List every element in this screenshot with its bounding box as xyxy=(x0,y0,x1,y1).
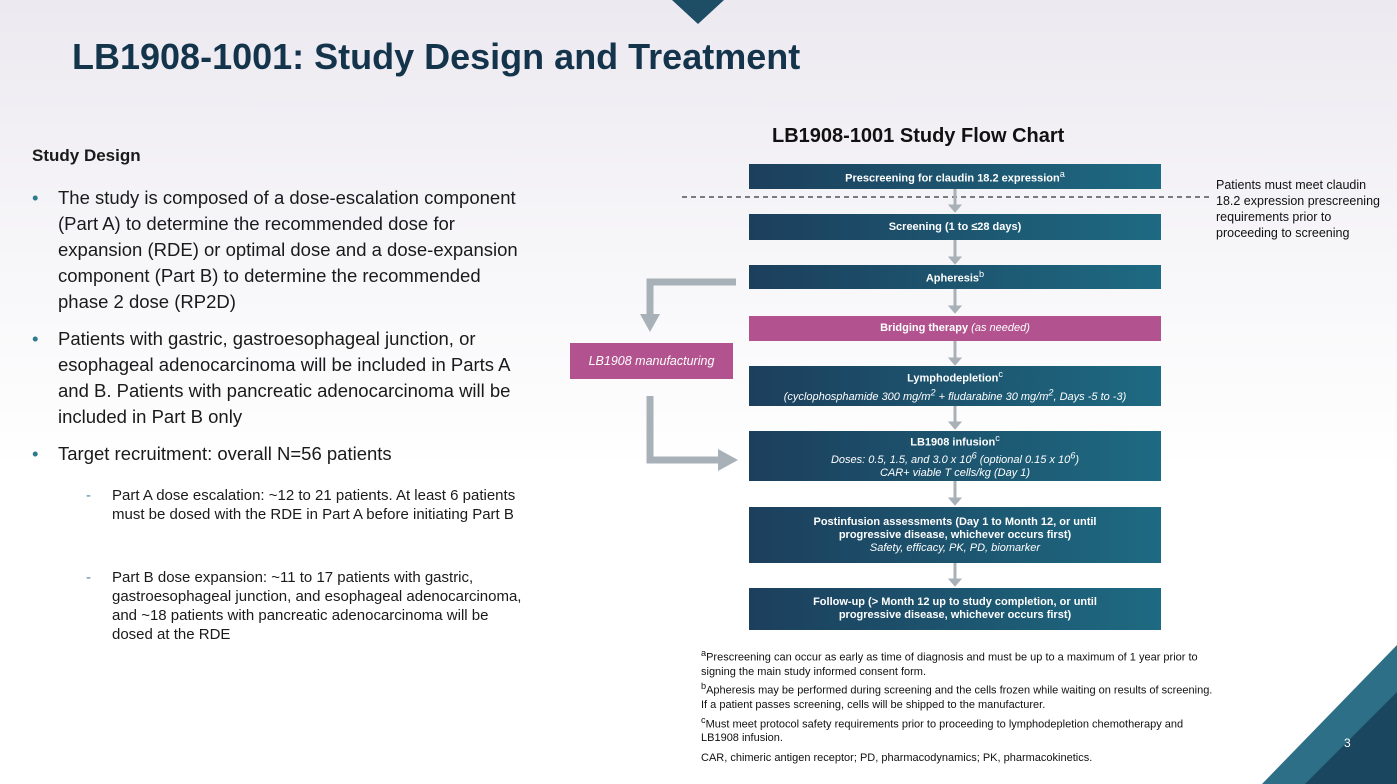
manufacturing-box: LB1908 manufacturing xyxy=(570,343,733,379)
manufacturing-arrowhead-right xyxy=(718,449,738,471)
bullet-dot: • xyxy=(32,187,39,208)
footnote-b: bApheresis may be performed during scree… xyxy=(701,681,1213,712)
bridging-therapy-box: Bridging therapy (as needed) xyxy=(749,316,1161,341)
flow-chart-title: LB1908-1001 Study Flow Chart xyxy=(772,125,1065,147)
manufacturing-arrows xyxy=(646,278,736,464)
postinfusion-assessments-box: Postinfusion assessments (Day 1 to Month… xyxy=(749,507,1161,563)
apheresis-box: Apheresisb xyxy=(749,265,1161,289)
lymphodepletion-box: Lymphodepletionc (cyclophosphamide 300 m… xyxy=(749,366,1161,406)
abbreviations: CAR, chimeric antigen receptor; PD, phar… xyxy=(701,752,1093,764)
bullet-item: • Target recruitment: overall N=56 patie… xyxy=(32,441,532,467)
top-chevron-decoration xyxy=(672,0,724,24)
screening-box: Screening (1 to ≤28 days) xyxy=(749,214,1161,240)
prescreening-side-note: Patients must meet claudin 18.2 expressi… xyxy=(1216,178,1380,240)
manufacturing-arrowhead-down xyxy=(640,314,660,332)
prescreening-box: Prescreening for claudin 18.2 expression… xyxy=(749,164,1161,189)
footnote-c: cMust meet protocol safety requirements … xyxy=(701,714,1184,745)
page-title: LB1908-1001: Study Design and Treatment xyxy=(72,36,801,77)
bullet-item: • Patients with gastric, gastroesophagea… xyxy=(32,328,511,427)
sub-bullet-item: - Part B dose expansion: ~11 to 17 patie… xyxy=(86,569,522,643)
footnote-a: aPrescreening can occur as early as time… xyxy=(701,648,1198,678)
sub-bullet-item: - Part A dose escalation: ~12 to 21 pati… xyxy=(86,487,516,523)
infusion-box: LB1908 infusionc Doses: 0.5, 1.5, and 3.… xyxy=(749,431,1161,481)
sub-bullet-dash: - xyxy=(86,487,91,504)
corner-triangle-dark xyxy=(1305,692,1397,784)
bullet-item: • The study is composed of a dose-escala… xyxy=(32,187,518,312)
page-number: 3 xyxy=(1344,736,1351,750)
bullet-dot: • xyxy=(32,443,39,464)
study-design-heading: Study Design xyxy=(32,146,141,165)
sub-bullet-dash: - xyxy=(86,569,91,586)
follow-up-box: Follow-up (> Month 12 up to study comple… xyxy=(749,588,1161,630)
footnotes: aPrescreening can occur as early as time… xyxy=(701,646,1221,746)
bullet-dot: • xyxy=(32,328,39,349)
down-arrows xyxy=(947,189,963,587)
